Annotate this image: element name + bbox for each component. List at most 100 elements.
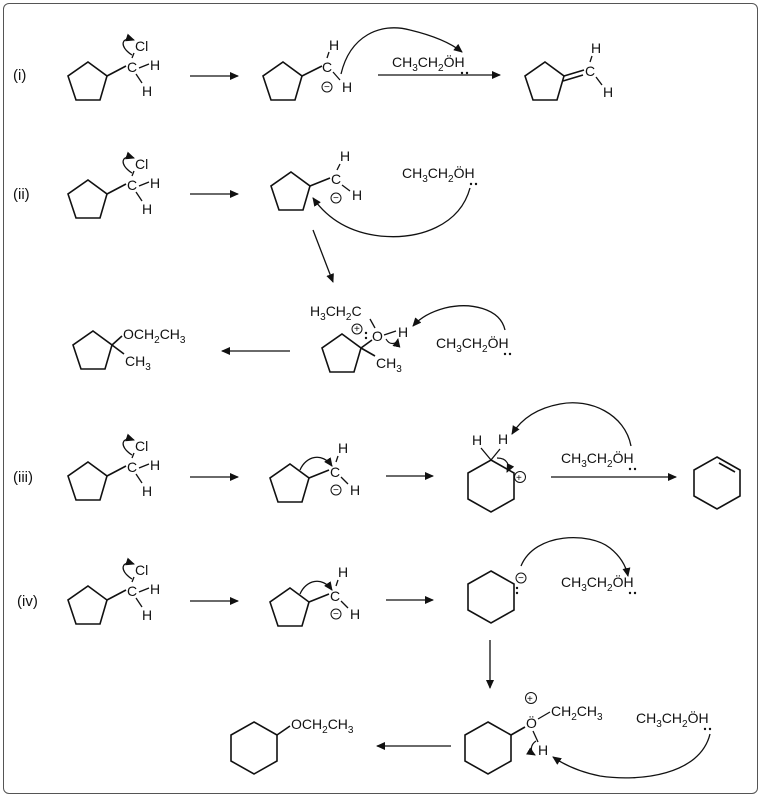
curved-arrow xyxy=(340,27,463,75)
carbon-atom: C xyxy=(127,583,137,599)
diagram-frame xyxy=(3,3,758,794)
svg-text:CH3CH2ÖH: CH3CH2ÖH xyxy=(436,334,509,355)
reagent-ethanol: CH3CH2ÖH xyxy=(561,573,637,595)
oxygen-atom: O xyxy=(372,328,383,344)
ether-product-ii: OCH2CH3 CH3 xyxy=(72,326,186,373)
curved-arrow xyxy=(496,457,515,473)
svg-text:OCH2CH3: OCH2CH3 xyxy=(291,716,354,736)
curved-arrow xyxy=(299,456,333,471)
cyclohexyl-cation: H H + xyxy=(467,431,526,513)
svg-text:CH3CH2ÖH: CH3CH2ÖH xyxy=(402,164,475,185)
reagent-ethanol: CH3CH2ÖH xyxy=(561,449,637,471)
reagent-ethanol: CH3CH2ÖH xyxy=(402,164,478,186)
svg-text:CH3CH2ÖH: CH3CH2ÖH xyxy=(636,709,709,730)
chlorine-atom: Cl xyxy=(135,38,148,54)
ether-product-iv: OCH2CH3 xyxy=(230,716,354,775)
negative-charge: − xyxy=(518,573,524,584)
hydrogen-atom: H xyxy=(398,324,408,340)
hydrogen-atom: H xyxy=(498,431,508,447)
positive-charge: + xyxy=(527,694,533,705)
carbon-atom: C xyxy=(330,588,340,604)
oxonium-intermediate: H3CH2C O + H CH3 xyxy=(310,303,408,375)
reactant-ii: C Cl H H xyxy=(67,151,160,219)
svg-text:CH3CH2ÖH: CH3CH2ÖH xyxy=(561,573,634,594)
carbanion-iv: C H H − xyxy=(269,564,360,627)
hydrogen-atom: H xyxy=(142,83,152,99)
reactant-i: C Cl H H xyxy=(67,33,160,101)
svg-text:CH2CH3: CH2CH3 xyxy=(551,703,603,723)
reagent-ethanol: CH3CH2ÖH xyxy=(636,709,712,731)
hydrogen-atom: H xyxy=(603,84,613,100)
mechanism-label-i: (i) xyxy=(13,67,26,84)
mechanism-label-iii: (iii) xyxy=(13,469,33,486)
hydrogen-atom: H xyxy=(150,175,160,191)
carbon-atom: C xyxy=(585,63,595,79)
oxonium-intermediate-iv: Ö + CH2CH3 H xyxy=(464,692,603,775)
cyclohexene-product xyxy=(693,456,741,510)
carbon-atom: C xyxy=(322,59,332,75)
mechanism-label-ii: (ii) xyxy=(13,186,30,203)
reactant-iii: C Cl H H xyxy=(67,433,160,501)
hydrogen-atom: H xyxy=(338,564,348,580)
hydrogen-atom: H xyxy=(338,440,348,456)
chlorine-atom: Cl xyxy=(135,562,148,578)
negative-charge: − xyxy=(333,485,339,496)
reactant-iv: C Cl H H xyxy=(67,557,160,625)
hydrogen-atom: H xyxy=(472,432,482,448)
curved-arrow xyxy=(299,580,333,595)
hydrogen-atom: H xyxy=(342,79,352,95)
hydrogen-atom: H xyxy=(350,482,360,498)
reagent-ethanol: CH3CH2ÖH xyxy=(436,334,512,356)
svg-text:CH3CH2ÖH: CH3CH2ÖH xyxy=(561,449,634,470)
carbon-atom: C xyxy=(127,177,137,193)
negative-charge: − xyxy=(324,82,330,93)
curved-arrow xyxy=(520,537,631,577)
negative-charge: − xyxy=(333,193,339,204)
carbon-atom: C xyxy=(127,59,137,75)
hydrogen-atom: H xyxy=(329,37,339,53)
carbon-atom: C xyxy=(331,171,341,187)
curved-arrow xyxy=(312,187,471,238)
chlorine-atom: Cl xyxy=(135,438,148,454)
curved-arrow xyxy=(385,338,401,348)
curved-arrow xyxy=(122,151,135,174)
reagent-ethanol: CH3CH2ÖH xyxy=(392,53,469,75)
hydrogen-atom: H xyxy=(150,581,160,597)
carbanion-i: C H H − xyxy=(262,27,463,101)
carbon-atom: C xyxy=(330,464,340,480)
curved-arrow xyxy=(526,740,537,756)
carbon-atom: C xyxy=(127,459,137,475)
svg-text:CH3: CH3 xyxy=(125,353,151,373)
svg-text:H3CH2C: H3CH2C xyxy=(310,303,362,323)
hydrogen-atom: H xyxy=(150,57,160,73)
hydrogen-atom: H xyxy=(350,606,360,622)
curved-arrow xyxy=(122,557,135,580)
carbanion-iii: C H H − xyxy=(269,440,360,503)
svg-text:CH3: CH3 xyxy=(376,355,402,375)
hydrogen-atom: H xyxy=(142,201,152,217)
mechanism-label-iv: (iv) xyxy=(17,593,38,610)
positive-charge: + xyxy=(516,473,522,484)
hydrogen-atom: H xyxy=(538,742,548,758)
hydrogen-atom: H xyxy=(142,607,152,623)
curved-arrow xyxy=(511,402,632,447)
oxygen-atom: Ö xyxy=(526,714,537,731)
curved-arrow xyxy=(412,305,506,331)
svg-text:CH3CH2ÖH: CH3CH2ÖH xyxy=(392,53,465,74)
svg-text:OCH2CH3: OCH2CH3 xyxy=(123,326,186,346)
curved-arrow xyxy=(122,33,135,56)
hydrogen-atom: H xyxy=(352,187,362,203)
methylenecyclopentane-product: C H H xyxy=(524,40,613,101)
hydrogen-atom: H xyxy=(142,483,152,499)
hydrogen-atom: H xyxy=(150,457,160,473)
hydrogen-atom: H xyxy=(591,40,601,56)
carbanion-ii: C H H − xyxy=(270,148,362,211)
positive-charge: + xyxy=(354,324,360,335)
chlorine-atom: Cl xyxy=(135,156,148,172)
reaction-arrow xyxy=(312,229,334,283)
curved-arrow xyxy=(122,433,135,456)
hydrogen-atom: H xyxy=(340,148,350,164)
cyclohexyl-anion: − xyxy=(467,570,527,624)
curved-arrow xyxy=(552,733,711,779)
